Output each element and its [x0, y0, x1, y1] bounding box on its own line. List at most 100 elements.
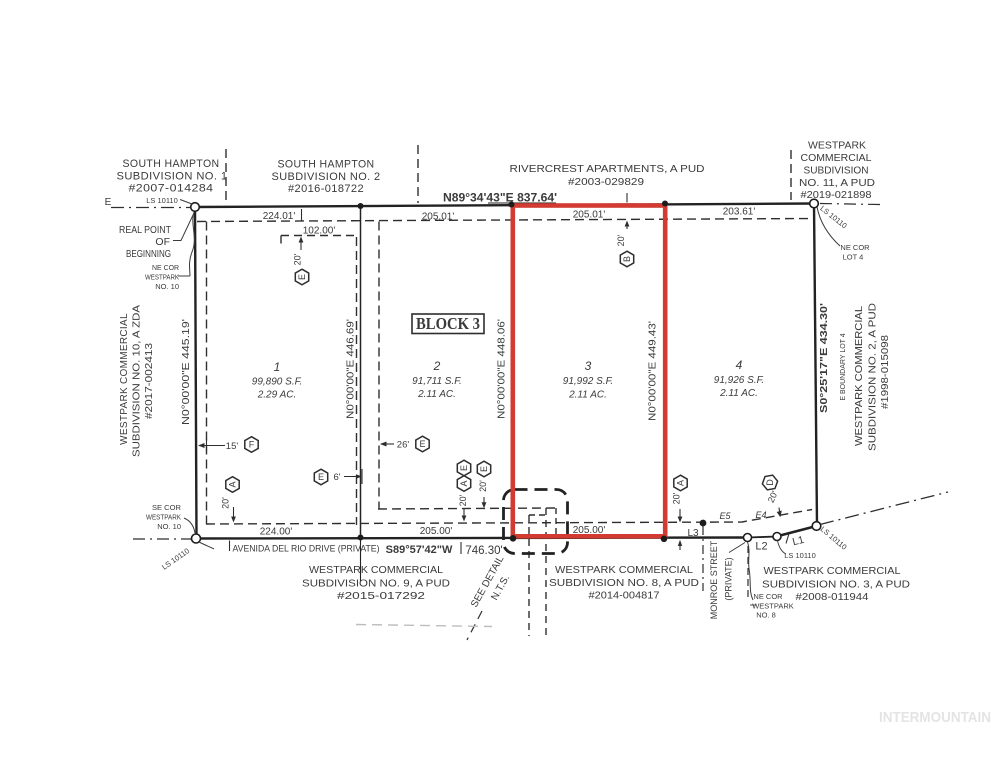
svg-text:BLOCK 3: BLOCK 3 [416, 314, 480, 333]
svg-text:A: A [228, 481, 238, 487]
svg-text:B: B [622, 256, 632, 262]
svg-text:#1998-015098: #1998-015098 [880, 335, 891, 409]
svg-text:L1: L1 [791, 534, 805, 549]
svg-text:SUBDIVISION NO. 8, A PUD: SUBDIVISION NO. 8, A PUD [549, 578, 699, 589]
svg-text:WESTPARK COMMERCIAL: WESTPARK COMMERCIAL [853, 306, 865, 446]
svg-text:102.00': 102.00' [303, 226, 336, 237]
svg-text:#2019-021898: #2019-021898 [801, 189, 872, 201]
svg-text:SUBDIVISION NO. 2: SUBDIVISION NO. 2 [272, 171, 381, 183]
svg-text:#2017-002413: #2017-002413 [144, 342, 155, 419]
svg-text:N0°00'00"E 446.69': N0°00'00"E 446.69' [345, 319, 357, 419]
svg-text:205.00': 205.00' [573, 525, 606, 536]
svg-text:WESTPARK: WESTPARK [146, 513, 181, 522]
svg-text:SUBDIVISION NO. 3, A PUD: SUBDIVISION NO. 3, A PUD [762, 580, 910, 591]
svg-text:F: F [249, 440, 255, 450]
svg-text:L2: L2 [755, 541, 767, 553]
svg-text:INTERMOUNTAIN: INTERMOUNTAIN [879, 710, 991, 726]
svg-text:AVENIDA DEL RIO DRIVE (PRI: AVENIDA DEL RIO DRIVE (PRIVATE) [233, 544, 380, 554]
svg-text:205.01': 205.01' [573, 210, 606, 221]
svg-text:1: 1 [274, 360, 281, 374]
svg-text:A: A [676, 480, 686, 486]
svg-text:NO. 10: NO. 10 [157, 522, 181, 531]
svg-text:205.01': 205.01' [422, 212, 455, 223]
svg-text:WESTPARK COMMERCIAL: WESTPARK COMMERCIAL [764, 566, 901, 577]
svg-text:#2003-029829: #2003-029829 [568, 176, 644, 188]
svg-text:NE COR: NE COR [753, 592, 783, 601]
svg-text:20': 20' [478, 480, 488, 492]
svg-text:WESTPARK COMMERCIAL: WESTPARK COMMERCIAL [309, 565, 443, 576]
svg-text:E5: E5 [719, 511, 731, 521]
svg-text:20': 20' [458, 494, 468, 506]
svg-text:COMMERCIAL: COMMERCIAL [801, 152, 872, 164]
svg-text:BEGINNING: BEGINNING [126, 248, 171, 260]
svg-text:2: 2 [433, 359, 441, 373]
svg-text:S89°57'42"W: S89°57'42"W [386, 544, 453, 556]
svg-text:A: A [459, 480, 469, 486]
svg-text:6': 6' [333, 472, 340, 483]
svg-text:20': 20' [616, 234, 626, 246]
svg-text:203.61': 203.61' [723, 207, 756, 218]
svg-text:WESTPARK: WESTPARK [808, 140, 866, 152]
svg-text:E: E [479, 466, 489, 472]
svg-text:(PRIVATE): (PRIVATE) [724, 557, 734, 600]
svg-text:#2008-011944: #2008-011944 [796, 592, 870, 603]
svg-text:91,711 S.F.: 91,711 S.F. [412, 376, 462, 387]
svg-text:E BOUNDARY LOT 4: E BOUNDARY LOT 4 [840, 333, 847, 400]
svg-text:NO. 10: NO. 10 [155, 282, 179, 291]
svg-text:N89°34'43"E 837.64': N89°34'43"E 837.64' [443, 193, 557, 205]
svg-text:SUBDIVISION NO. 10, A ZDA: SUBDIVISION NO. 10, A ZDA [132, 305, 143, 457]
svg-text:L3: L3 [687, 528, 699, 539]
svg-text:SUBDIVISION: SUBDIVISION [804, 165, 869, 177]
svg-text:SOUTH HAMPTON: SOUTH HAMPTON [123, 158, 220, 170]
svg-text:N0°00'00"E 448.06': N0°00'00"E 448.06' [496, 319, 508, 419]
svg-text:WESTPARK COMMERCIAL: WESTPARK COMMERCIAL [119, 313, 130, 445]
svg-text:MONROE STREET: MONROE STREET [709, 540, 719, 619]
svg-text:20': 20' [293, 253, 303, 265]
svg-text:S0°25'17"E 434.30': S0°25'17"E 434.30' [818, 303, 830, 413]
svg-text:26': 26' [397, 440, 410, 451]
svg-text:OF: OF [155, 236, 170, 248]
svg-text:2.11 AC.: 2.11 AC. [417, 389, 456, 400]
svg-text:N0°00'00"E 445.19': N0°00'00"E 445.19' [180, 319, 192, 425]
svg-text:LS 10110: LS 10110 [146, 196, 178, 205]
svg-text:E: E [105, 197, 112, 208]
svg-text:D: D [765, 479, 775, 486]
svg-text:#2014-004817: #2014-004817 [589, 591, 660, 602]
svg-text:N0°00'00"E 449.43': N0°00'00"E 449.43' [647, 321, 659, 421]
svg-text:SUBDIVISION NO. 9, A PUD: SUBDIVISION NO. 9, A PUD [302, 579, 450, 590]
svg-text:WESTPARK: WESTPARK [752, 602, 794, 611]
svg-text:SOUTH HAMPTON: SOUTH HAMPTON [278, 159, 375, 171]
svg-text:91,926 S.F.: 91,926 S.F. [714, 375, 764, 386]
svg-text:E: E [459, 465, 469, 471]
svg-text:4: 4 [736, 358, 743, 372]
svg-text:20': 20' [221, 497, 231, 509]
svg-text:20': 20' [766, 489, 780, 504]
svg-text:E: E [419, 439, 425, 449]
svg-text:E: E [297, 274, 307, 280]
svg-text:20': 20' [672, 492, 682, 504]
svg-text:LOT 4: LOT 4 [843, 253, 864, 262]
svg-text:WESTPARK: WESTPARK [145, 273, 179, 282]
svg-text:91,992 S.F.: 91,992 S.F. [563, 376, 613, 387]
svg-text:224.01': 224.01' [263, 211, 296, 222]
svg-text:NO. 11, A PUD: NO. 11, A PUD [799, 177, 875, 189]
svg-text:2.29 AC.: 2.29 AC. [257, 390, 297, 401]
svg-text:15': 15' [226, 441, 239, 452]
svg-text:#2007-014284: #2007-014284 [129, 183, 214, 195]
svg-text:REAL POINT: REAL POINT [119, 224, 171, 236]
svg-text:#2016-018722: #2016-018722 [288, 183, 364, 195]
svg-text:E4: E4 [755, 510, 766, 520]
svg-text:SE COR: SE COR [152, 503, 182, 512]
svg-text:LS 10110: LS 10110 [784, 551, 816, 560]
svg-text:RIVERCREST APARTMENTS, A PUD: RIVERCREST APARTMENTS, A PUD [510, 163, 705, 175]
svg-text:NE COR: NE COR [840, 243, 870, 252]
svg-text:E: E [318, 472, 324, 482]
svg-text:746.30': 746.30' [465, 545, 502, 557]
svg-text:#2015-017292: #2015-017292 [337, 591, 426, 602]
svg-text:2.11 AC.: 2.11 AC. [568, 390, 607, 401]
svg-text:NO. 8: NO. 8 [756, 611, 776, 620]
svg-text:WESTPARK COMMERCIAL: WESTPARK COMMERCIAL [555, 565, 693, 576]
svg-text:99,890 S.F.: 99,890 S.F. [252, 377, 302, 388]
svg-text:3: 3 [585, 359, 592, 373]
svg-text:NE COR: NE COR [152, 263, 180, 272]
